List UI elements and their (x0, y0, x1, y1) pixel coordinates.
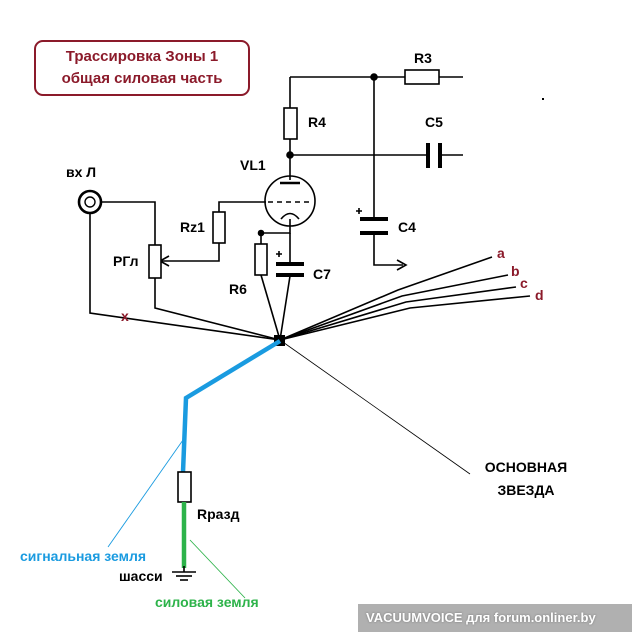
star-pointer-line (279, 339, 471, 475)
rz1-wire (162, 243, 220, 262)
label-vl1: VL1 (240, 157, 266, 173)
grid-wire (218, 201, 266, 212)
resistor-r4 (283, 107, 298, 140)
wire-b (279, 274, 509, 341)
star-label-line-2: ЗВЕЗДА (497, 482, 555, 498)
label-c7: C7 (313, 266, 331, 282)
title-box: Трассировка Зоны 1 общая силовая часть (34, 40, 250, 96)
pot-ground-wire (154, 278, 281, 341)
label-r6: R6 (229, 281, 247, 297)
input-jack-outer (77, 189, 103, 215)
chassis-ground-icon (172, 566, 196, 581)
jack-ground-wire (89, 213, 281, 341)
label-rz1: Rz1 (180, 219, 205, 235)
label-c5: C5 (425, 114, 443, 130)
title-line-2: общая силовая часть (61, 70, 223, 87)
mark-c: c (520, 275, 528, 291)
input-wire (101, 201, 156, 245)
c4-out-wire (373, 234, 403, 266)
signal-ground-wire (180, 339, 282, 473)
polarity-marks (276, 208, 362, 257)
mark-x: x (121, 308, 129, 324)
resistor-rz1 (212, 211, 226, 244)
input-jack-inner (84, 196, 96, 208)
mark-b: b (511, 263, 520, 279)
junction-cathode (257, 229, 265, 237)
resistor-rrazd (177, 471, 192, 503)
wire-a (279, 256, 493, 341)
label-r4: R4 (308, 114, 326, 130)
c7-ground-wire (279, 275, 291, 341)
wire-d (279, 295, 531, 341)
star-label-line-1: ОСНОВНАЯ (484, 459, 568, 475)
resistor-r6 (254, 243, 268, 276)
power-ground-pointer (189, 539, 246, 599)
label-r3: R3 (414, 50, 432, 66)
power-ground-label: силовая земля (155, 594, 259, 610)
mark-d: d (535, 287, 544, 303)
stray-dot (542, 98, 544, 100)
tube-cathode (280, 212, 300, 220)
c7-plus-icon (276, 251, 282, 257)
signal-ground-label: сигнальная земля (20, 548, 147, 564)
pot-rgl (148, 244, 162, 279)
resistor-r3 (404, 69, 440, 85)
label-c4: C4 (398, 219, 416, 235)
label-rrazd: Rразд (197, 506, 240, 522)
signal-ground-pointer (107, 439, 184, 548)
c4-arrow (396, 259, 408, 271)
title-line-1: Трассировка Зоны 1 (65, 48, 219, 65)
watermark: VACUUMVOICE для forum.onliner.by (358, 604, 632, 632)
wire-c (279, 286, 517, 341)
mark-a: a (497, 245, 505, 261)
chassis-label: шасси (119, 568, 163, 584)
c4-plus-icon (356, 208, 362, 214)
r6-ground-wire (260, 274, 281, 341)
cathode-wire (260, 219, 291, 244)
label-rgl: РГл (113, 253, 139, 269)
label-input: вх Л (66, 164, 97, 180)
